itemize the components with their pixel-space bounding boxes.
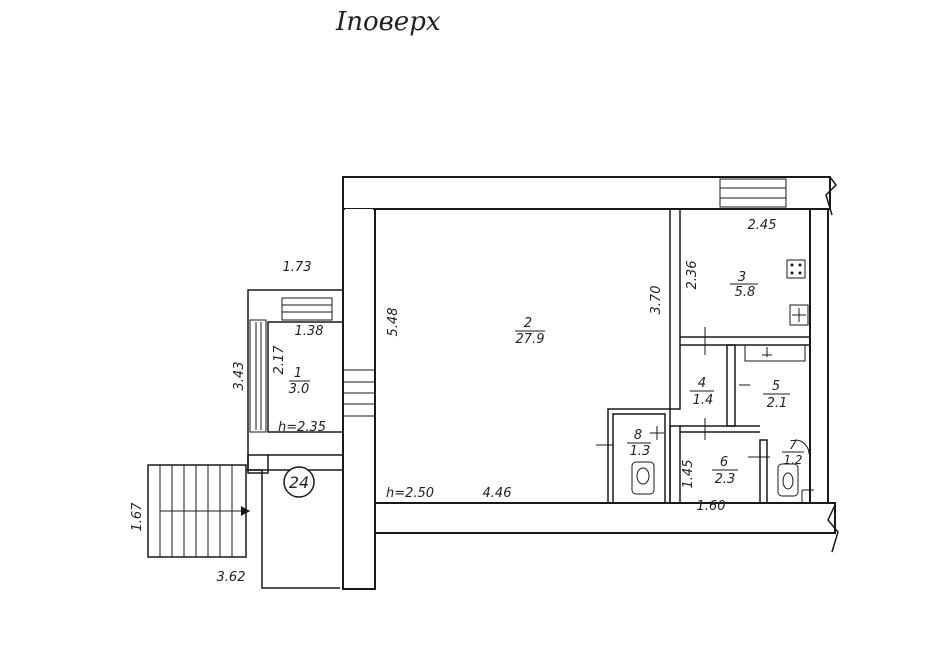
stairs bbox=[147, 464, 340, 589]
bath-icon bbox=[744, 344, 806, 362]
room-3-number: 3 bbox=[738, 270, 746, 285]
room-1-number: 1 bbox=[294, 366, 302, 381]
dim-vestibule-height: h=2.35 bbox=[278, 420, 326, 435]
dim-vestibule-inner-side: 2.17 bbox=[272, 345, 287, 375]
dim-vestibule-inner-top: 1.38 bbox=[295, 324, 324, 339]
room-7-area: 1.2 bbox=[783, 453, 802, 467]
fixtures bbox=[631, 259, 814, 503]
dim-vestibule-outer-side: 3.43 bbox=[232, 362, 247, 391]
doorway-left bbox=[343, 369, 375, 417]
room-4-number: 4 bbox=[698, 376, 706, 391]
stove-icon bbox=[786, 259, 806, 279]
building-number: 24 bbox=[289, 473, 309, 492]
room-6-area: 2.3 bbox=[715, 472, 736, 487]
room-2-number: 2 bbox=[524, 316, 532, 331]
room-5-number: 5 bbox=[772, 379, 780, 394]
toilet-icon bbox=[631, 461, 655, 495]
dimension-labels: 1.73 1.38 3.43 2.17 h=2.35 5.48 h=2.50 4… bbox=[130, 218, 776, 585]
room-1-area: 3.0 bbox=[289, 382, 310, 397]
dim-kitchen-side: 2.36 bbox=[685, 261, 700, 290]
room-8-area: 1.3 bbox=[630, 444, 651, 459]
dim-kitchen-top: 2.45 bbox=[748, 218, 777, 233]
room-8-number: 8 bbox=[634, 428, 642, 443]
dim-partition-side: 3.70 bbox=[649, 286, 664, 315]
room-4-area: 1.4 bbox=[693, 393, 714, 408]
room-2-area: 27.9 bbox=[516, 332, 545, 347]
dim-main-room-bottom: 4.46 bbox=[483, 486, 512, 501]
dim-main-room-side: 5.48 bbox=[386, 308, 401, 337]
dim-main-room-height: h=2.50 bbox=[386, 486, 434, 501]
dim-bath-side: 1.45 bbox=[681, 460, 696, 489]
sink-icon bbox=[789, 304, 809, 326]
dim-bath-bottom: 1.60 bbox=[697, 499, 726, 514]
dim-vestibule-outer-top: 1.73 bbox=[283, 260, 312, 275]
room-5-area: 2.1 bbox=[767, 396, 788, 411]
dim-stairs-side: 1.67 bbox=[130, 502, 145, 532]
dim-stairs-bottom: 3.62 bbox=[217, 570, 246, 585]
room-7-number: 7 bbox=[789, 438, 797, 452]
room-6-number: 6 bbox=[720, 455, 728, 470]
window-top bbox=[719, 178, 787, 208]
exterior-walls bbox=[342, 176, 839, 590]
toilet-icon bbox=[777, 463, 799, 497]
room-3-area: 5.8 bbox=[735, 285, 756, 300]
floor-title: Iповерх bbox=[335, 7, 441, 37]
building-number-badge: 24 bbox=[283, 466, 315, 498]
room-labels: 1 3.0 2 27.9 3 5.8 4 1.4 5 2.1 6 2.3 7 1… bbox=[289, 270, 804, 487]
interior-partitions bbox=[596, 208, 810, 504]
